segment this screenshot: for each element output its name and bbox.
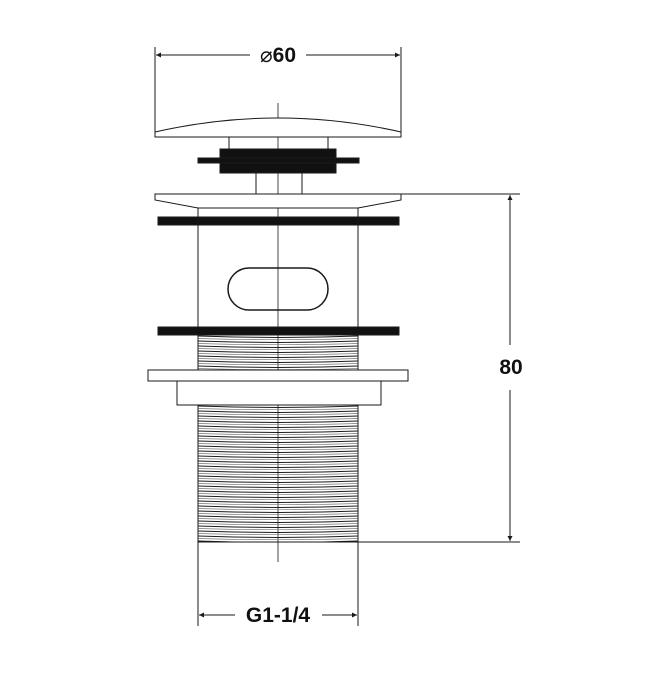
cap xyxy=(154,117,402,138)
thread-dimension xyxy=(197,542,359,626)
lower-thread xyxy=(197,404,359,543)
flange xyxy=(154,193,402,209)
thread-label: G1-1/4 xyxy=(246,604,311,627)
lower-washer xyxy=(157,326,400,336)
diameter-dimension xyxy=(154,47,402,134)
nut-plate xyxy=(147,369,409,382)
height-label: 80 xyxy=(499,356,522,379)
nut xyxy=(176,380,382,406)
overflow-slot xyxy=(227,267,329,311)
upper-washer xyxy=(157,216,400,226)
upper-thread xyxy=(197,334,359,371)
diameter-label: ⌀60 xyxy=(260,44,296,67)
